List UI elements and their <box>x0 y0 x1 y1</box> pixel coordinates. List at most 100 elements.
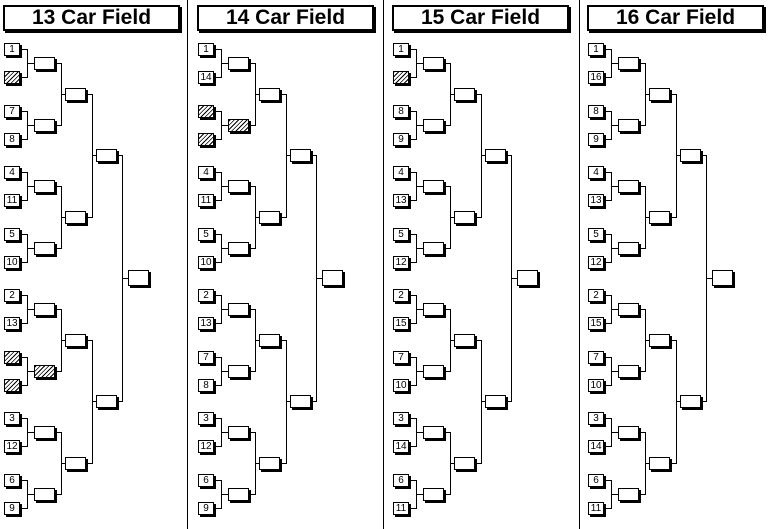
seed-slot: 3 <box>393 412 409 425</box>
bracket-title: 16 Car Field <box>587 5 764 31</box>
connector-line <box>640 309 646 310</box>
seed-slot: 7 <box>4 104 20 118</box>
connector-line <box>445 309 451 310</box>
connector-line <box>410 261 416 263</box>
connector-line <box>605 110 611 112</box>
connector-line <box>215 323 221 324</box>
connector-line <box>21 356 27 358</box>
seed-slot: 6 <box>4 473 20 487</box>
connector-line <box>645 339 649 341</box>
round4-slot <box>96 149 117 163</box>
seed-slot: 1 <box>393 43 409 56</box>
connector-line <box>21 172 27 173</box>
connector-line <box>605 418 611 419</box>
connector-line <box>221 309 228 310</box>
seed-slot <box>4 378 20 392</box>
connector-line <box>450 462 454 464</box>
seed-slot: 7 <box>198 350 214 364</box>
round3-slot <box>259 333 280 347</box>
connector-line <box>21 138 27 140</box>
connector-line <box>445 432 451 433</box>
connector-line <box>255 462 259 464</box>
round2-slot <box>618 118 639 132</box>
seed-slot: 8 <box>588 104 604 118</box>
seed-slot: 9 <box>393 132 409 146</box>
connector-line <box>56 432 62 433</box>
connector-line <box>445 186 451 187</box>
connector-line <box>605 384 611 386</box>
round3-slot <box>259 210 280 224</box>
connector-line <box>21 418 27 419</box>
seed-slot: 2 <box>588 289 604 302</box>
round2-slot <box>228 241 249 255</box>
connector-line <box>281 93 287 95</box>
connector-line <box>605 323 611 324</box>
round2-slot <box>34 241 55 255</box>
round2-slot <box>34 303 55 316</box>
seed-slot: 5 <box>588 227 604 241</box>
connector-line <box>87 339 93 341</box>
connector-line <box>416 247 423 249</box>
round4-slot <box>485 149 506 163</box>
round2-slot <box>618 364 639 378</box>
connector-line <box>640 370 646 372</box>
connector-line <box>215 172 221 173</box>
connector-line <box>27 124 34 126</box>
connector-line <box>676 401 680 403</box>
connector-line <box>706 278 712 280</box>
round2-slot <box>423 57 444 70</box>
connector-line <box>410 356 416 358</box>
seed-slot: 13 <box>198 317 214 330</box>
round2-slot <box>228 303 249 316</box>
connector-line <box>481 155 485 157</box>
connector-line <box>611 309 618 310</box>
round2-slot <box>618 303 639 316</box>
seed-slot: 2 <box>4 289 20 302</box>
round4-slot <box>96 395 117 409</box>
connector-line <box>61 216 65 218</box>
seed-slot: 4 <box>198 166 214 179</box>
connector-line <box>410 172 416 173</box>
connector-line <box>410 479 416 481</box>
connector-line <box>605 138 611 140</box>
connector-line <box>87 216 93 218</box>
seed-slot: 14 <box>588 440 604 453</box>
round2-slot <box>34 487 55 501</box>
connector-line <box>250 247 256 249</box>
connector-line <box>27 370 34 372</box>
connector-line <box>416 124 423 126</box>
connector-line <box>87 462 93 464</box>
final-slot <box>517 270 538 287</box>
connector-line <box>671 216 677 218</box>
connector-line <box>312 401 317 403</box>
connector-line <box>118 401 123 403</box>
connector-line <box>605 49 611 50</box>
round3-slot <box>454 210 475 224</box>
connector-line <box>221 63 228 64</box>
connector-line <box>312 155 317 157</box>
connector-line <box>21 110 27 112</box>
round2-slot <box>618 57 639 70</box>
seed-slot: 15 <box>393 317 409 330</box>
seed-slot: 13 <box>588 194 604 207</box>
connector-line <box>21 295 27 296</box>
seed-slot: 6 <box>198 473 214 487</box>
connector-line <box>640 493 646 495</box>
seed-slot: 12 <box>198 440 214 453</box>
connector-line <box>122 278 128 280</box>
connector-line <box>676 155 680 157</box>
seed-slot: 7 <box>588 350 604 364</box>
bracket-title: 15 Car Field <box>392 5 569 31</box>
connector-line <box>250 309 256 310</box>
seed-slot: 11 <box>393 501 409 515</box>
seed-slot: 11 <box>4 194 20 207</box>
round3-slot <box>65 456 86 470</box>
connector-line <box>611 432 618 433</box>
connector-line <box>410 418 416 419</box>
seed-slot: 9 <box>588 132 604 146</box>
connector-line <box>27 309 34 310</box>
round3-slot <box>649 456 670 470</box>
seed-slot: 11 <box>198 194 214 207</box>
connector-line <box>255 216 259 218</box>
connector-line <box>450 339 454 341</box>
